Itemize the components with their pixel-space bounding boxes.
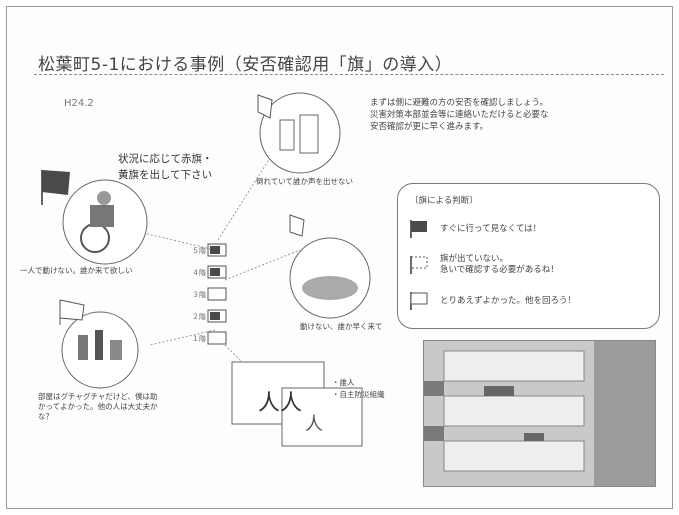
flag-legend-box: 〔旗による判断〕 すぐに行って見なくては！ 旗が出ていない。 急いで確認する必要…: [397, 183, 660, 329]
title-underline: [34, 74, 664, 75]
legend-item-yellow: とりあえずよかった。他を回ろう！: [408, 290, 576, 312]
intro-line: 安否確認が更に早く進みます。: [370, 122, 489, 132]
caption-bottom-right-2: ・自主防災組織: [332, 390, 385, 399]
legend-text: すぐに行って見なくては！: [440, 223, 542, 234]
floor-label: ５階: [192, 247, 206, 255]
caption-bottom-right-1: ・誰人: [332, 378, 355, 387]
legend-item-none: 旗が出ていない。 急いで確認する必要があるね！: [408, 250, 559, 280]
caption-bottom-left: 部屋はグチャグチャだけど、僕は助かってよかった。他の人は大丈夫かな？: [38, 392, 158, 421]
legend-title: 〔旗による判断〕: [410, 196, 478, 206]
red-flag-icon: [410, 220, 427, 238]
building-flags: [207, 243, 227, 345]
rescue-scene-illustration: 人人 人: [231, 361, 363, 447]
no-flag-icon: [410, 256, 428, 274]
callout-line: 状況に応じて赤旗・: [118, 153, 213, 165]
floor-label: ４階: [192, 269, 206, 277]
intro-line: まずは側に避難の方の安否を確認しましょう。: [370, 98, 548, 108]
intro-line: 災害対策本部並会等に連絡いただけると必要な: [370, 110, 549, 120]
legend-text-line: 旗が出ていない。: [440, 254, 509, 264]
caption-right-mid: 動けない、誰か早く来て: [300, 322, 383, 331]
wheelchair-person-illustration: [62, 179, 148, 265]
legend-text-line: 急いで確認する必要があるね！: [440, 265, 559, 275]
floor-label: ２階: [192, 313, 206, 321]
svg-text:人人: 人人: [258, 391, 302, 416]
fallen-person-illustration: [257, 92, 341, 174]
flag-instruction: 状況に応じて赤旗・ 黄旗を出して下さい: [118, 151, 213, 183]
caption-wheelchair: 一人で動けない。誰か来て欲しい: [20, 266, 133, 275]
trapped-person-illustration: [289, 214, 371, 319]
intro-text: まずは側に避難の方の安否を確認しましょう。 災害対策本部並会等に連絡いただけると…: [370, 97, 630, 133]
apartment-balcony-image: [424, 341, 655, 486]
callout-line: 黄旗を出して下さい: [118, 169, 213, 181]
legend-text: とりあえずよかった。他を回ろう！: [440, 295, 577, 306]
apartment-photo: [423, 340, 656, 487]
svg-text:人: 人: [305, 414, 323, 435]
messy-room-illustration: [59, 299, 139, 389]
yellow-flag-icon: [410, 292, 428, 310]
caption-top-center: 倒れていて誰か声を出せない: [256, 177, 354, 186]
legend-item-red: すぐに行って見なくては！: [408, 218, 541, 240]
date-label: H24.2: [64, 98, 94, 109]
floor-label: １階: [192, 335, 206, 343]
red-flag-icon: [41, 170, 70, 205]
slide-title: 松葉町5-1における事例（安否確認用「旗」の導入）: [38, 55, 453, 75]
legend-text: 旗が出ていない。 急いで確認する必要があるね！: [440, 254, 559, 276]
floor-label: ３階: [192, 291, 206, 299]
